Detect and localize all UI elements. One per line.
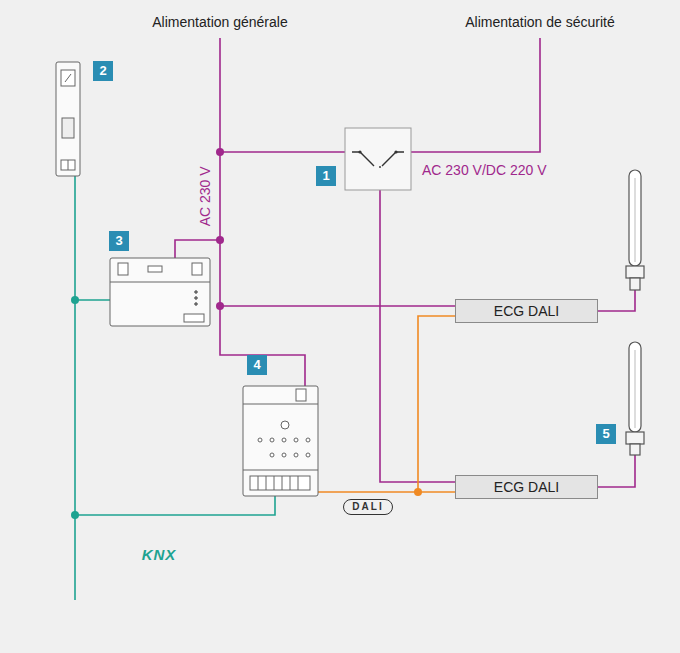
supply-label: Alimentation de sécurité xyxy=(465,14,614,31)
node-text: ECG DALI xyxy=(484,479,569,495)
callout-number: 2 xyxy=(93,61,113,81)
callout-number: 3 xyxy=(109,231,129,251)
junction-dots xyxy=(216,148,224,310)
device-4 xyxy=(243,386,318,496)
callout-number: 4 xyxy=(247,355,267,375)
dali-logo: DALI xyxy=(343,499,392,515)
voltage-label: AC 230 V/DC 220 V xyxy=(422,162,547,179)
supply-label: Alimentation générale xyxy=(152,14,287,31)
ballast-box: ECG DALI xyxy=(455,299,598,323)
connector-layer xyxy=(418,316,455,492)
dali-connector xyxy=(418,316,455,492)
voltage-label: AC 230 V xyxy=(197,166,214,226)
ballast-box: ECG DALI xyxy=(455,475,598,499)
device-3 xyxy=(110,258,210,326)
lamps xyxy=(626,170,644,455)
knx-logo: KNX xyxy=(142,546,177,564)
device-2 xyxy=(56,62,80,176)
knx-dots xyxy=(71,296,79,519)
node-text: ECG DALI xyxy=(484,303,569,319)
dali-bus xyxy=(318,491,418,493)
callout-number: 1 xyxy=(316,166,336,186)
changeover-switch xyxy=(345,128,411,190)
callout-number: 5 xyxy=(596,424,616,444)
